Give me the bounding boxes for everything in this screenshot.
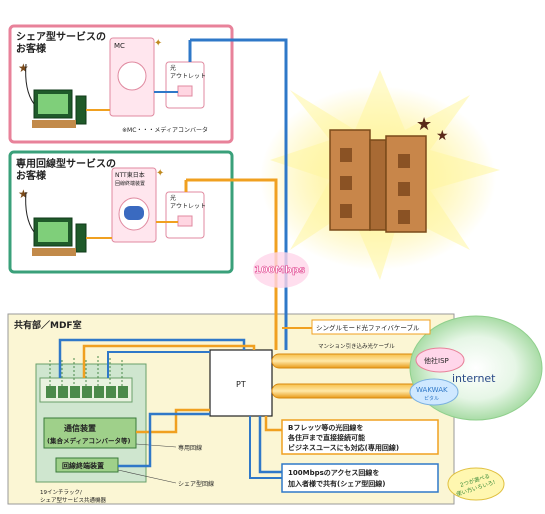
customer-dedicated-title-2: お客様 [16, 169, 47, 182]
outlet-label-2: アウトレット [170, 72, 206, 80]
comm-device-label-2: (集合メディアコンバータ等) [47, 436, 131, 445]
optical-outlet: 光 アウトレット [165, 191, 206, 239]
mansion-cable-label: マンション引き込み光ケーブル [318, 342, 395, 350]
single-mode-label: シングルモード光ファイバケーブル [316, 323, 420, 332]
customer-shared-title-1: シェア型サービスの [16, 30, 106, 43]
star-icon: ★ [436, 128, 449, 144]
dedicated-line-label: 専用回線 [178, 444, 202, 452]
dedicated-callout-1: Bフレッツ等の光回線を [288, 423, 363, 432]
sparkle-icon: ✦ [156, 168, 164, 179]
other-isp-cloud [415, 347, 465, 373]
outlet-label-2: アウトレット [170, 202, 206, 210]
dedicated-callout-3: ビジネスユースにも対応(専用回線) [288, 443, 399, 452]
shared-callout-1: 100Mbpsのアクセス回線を [288, 468, 379, 477]
sparkle-icon: ✦ [154, 38, 162, 49]
media-converter-device: MC [109, 37, 155, 117]
wakwak-sub-label: ピタル [424, 395, 439, 402]
other-isp-label: 他社ISP [424, 356, 449, 365]
ntt-label-2: 回線終端装置 [115, 180, 145, 187]
internet-globe: internet 他社ISP WAKWAK ピタル [409, 315, 543, 421]
termination-unit-device: NTT東日本 回線終端装置 [111, 167, 157, 243]
dedicated-line-callout: Bフレッツ等の光回線を 各住戸まで直接接続可能 ビジネスユースにも対応(専用回線… [281, 419, 439, 455]
speed-label: 100Mbps [254, 265, 305, 276]
pt-label: PT [236, 380, 246, 389]
mc-note: ※MC・・・メディアコンバータ [122, 126, 208, 134]
optical-outlet: 光 アウトレット [165, 61, 206, 109]
rack-label-2: シェア型サービス共通機器 [40, 496, 107, 504]
customer-dedicated-title-1: 専用回線型サービスの [16, 157, 116, 170]
fiber-tubes [271, 353, 443, 399]
customer-dedicated-box: 専用回線型サービスの お客様 ★ NTT東日本 回線終端装置 ✦ 光 アウトレッ… [8, 150, 234, 274]
shared-line-label: シェア型回線 [178, 480, 214, 488]
internet-label: internet [452, 372, 496, 385]
customer-shared-box: シェア型サービスの お客様 ★ MC ✦ 光 アウトレット ※MC・・・メディア… [8, 24, 234, 144]
communication-device [43, 417, 137, 449]
shared-line-callout: 100Mbpsのアクセス回線を 加入者様で共有(シェア型回線) [281, 463, 439, 493]
rack-label-1: 19インチラック/ [40, 489, 82, 496]
ntt-label-1: NTT東日本 [115, 171, 145, 179]
wakwak-cloud [409, 378, 459, 406]
comm-device-label-1: 通信装置 [64, 423, 96, 433]
pt-box [209, 349, 273, 417]
single-mode-callout: シングルモード光ファイバケーブル [311, 319, 431, 335]
mc-label: MC [114, 42, 125, 50]
outlet-label-1: 光 [170, 64, 176, 72]
customer-shared-title-2: お客様 [16, 42, 47, 55]
cables [49, 38, 312, 479]
computer-icon [25, 63, 87, 128]
star-icon: ★ [18, 61, 29, 75]
outlet-label-1: 光 [170, 194, 176, 202]
connector-ports [46, 386, 128, 398]
wakwak-label: WAKWAK [416, 386, 448, 394]
shared-callout-2: 加入者様で共有(シェア型回線) [287, 479, 385, 488]
room-title: 共有部／MDF室 [14, 319, 82, 331]
choice-badge: 2つが選べる 使い方いろいろ! [447, 467, 505, 501]
computer-icon [25, 191, 87, 256]
apartment-building [260, 70, 500, 280]
star-icon: ★ [18, 187, 29, 201]
dedicated-callout-2: 各住戸まで直接接続可能 [287, 433, 365, 442]
star-icon: ★ [416, 114, 432, 135]
termination-label: 回線終端装置 [62, 461, 104, 470]
